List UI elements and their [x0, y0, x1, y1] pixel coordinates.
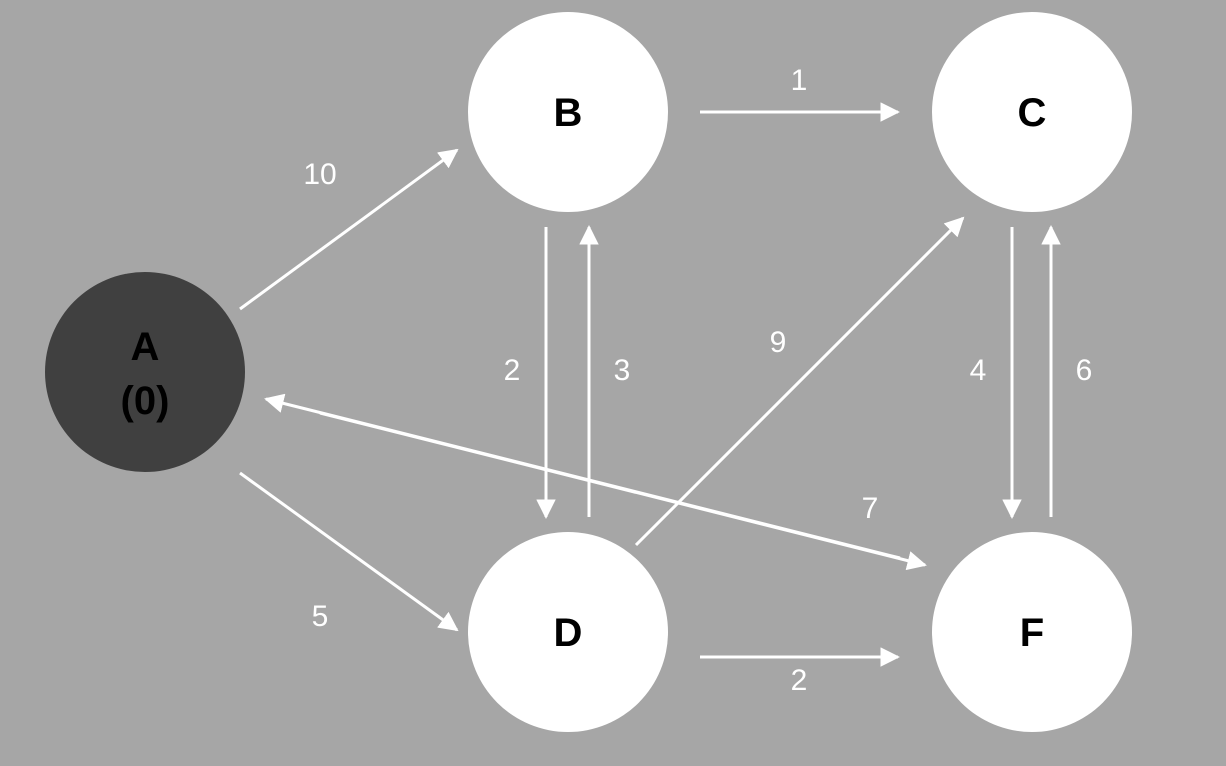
edge-a-to-f	[319, 411, 927, 571]
edge-weight-d-c: 9	[770, 326, 787, 359]
edge-weight-a-b: 10	[303, 158, 336, 191]
node-f: F	[932, 532, 1132, 732]
node-circle	[932, 532, 1132, 732]
edge-weight-b-d: 2	[504, 354, 521, 387]
node-c: C	[932, 12, 1132, 212]
nodes-layer: A (0) B C D F	[45, 12, 1132, 732]
node-a: A (0)	[45, 272, 245, 472]
edge-weight-d-f: 2	[791, 664, 808, 697]
edge-weight-d-b: 3	[614, 354, 631, 387]
node-circle	[468, 532, 668, 732]
edge-a-to-b	[239, 148, 459, 311]
node-label: D	[554, 611, 583, 655]
edge-weight-b-c: 1	[791, 64, 808, 97]
node-circle	[45, 272, 245, 472]
edges-layer: 10 5 1 2 3 9 4 6 7 2	[239, 64, 1093, 697]
edge-weight-a-d: 5	[312, 600, 329, 633]
node-label: A	[131, 325, 160, 369]
edge-a-to-d	[239, 471, 459, 632]
node-label: C	[1018, 91, 1047, 135]
edge-d-to-c	[634, 216, 965, 547]
edge-weight-f-a: 7	[862, 492, 879, 525]
node-d: D	[468, 532, 668, 732]
edge-weight-c-f: 4	[970, 354, 987, 387]
edge-weight-f-c: 6	[1076, 354, 1093, 387]
node-label: B	[554, 91, 583, 135]
node-circle	[468, 12, 668, 212]
node-label: F	[1020, 611, 1044, 655]
node-circle	[932, 12, 1132, 212]
node-distance-label: (0)	[121, 379, 170, 423]
node-b: B	[468, 12, 668, 212]
